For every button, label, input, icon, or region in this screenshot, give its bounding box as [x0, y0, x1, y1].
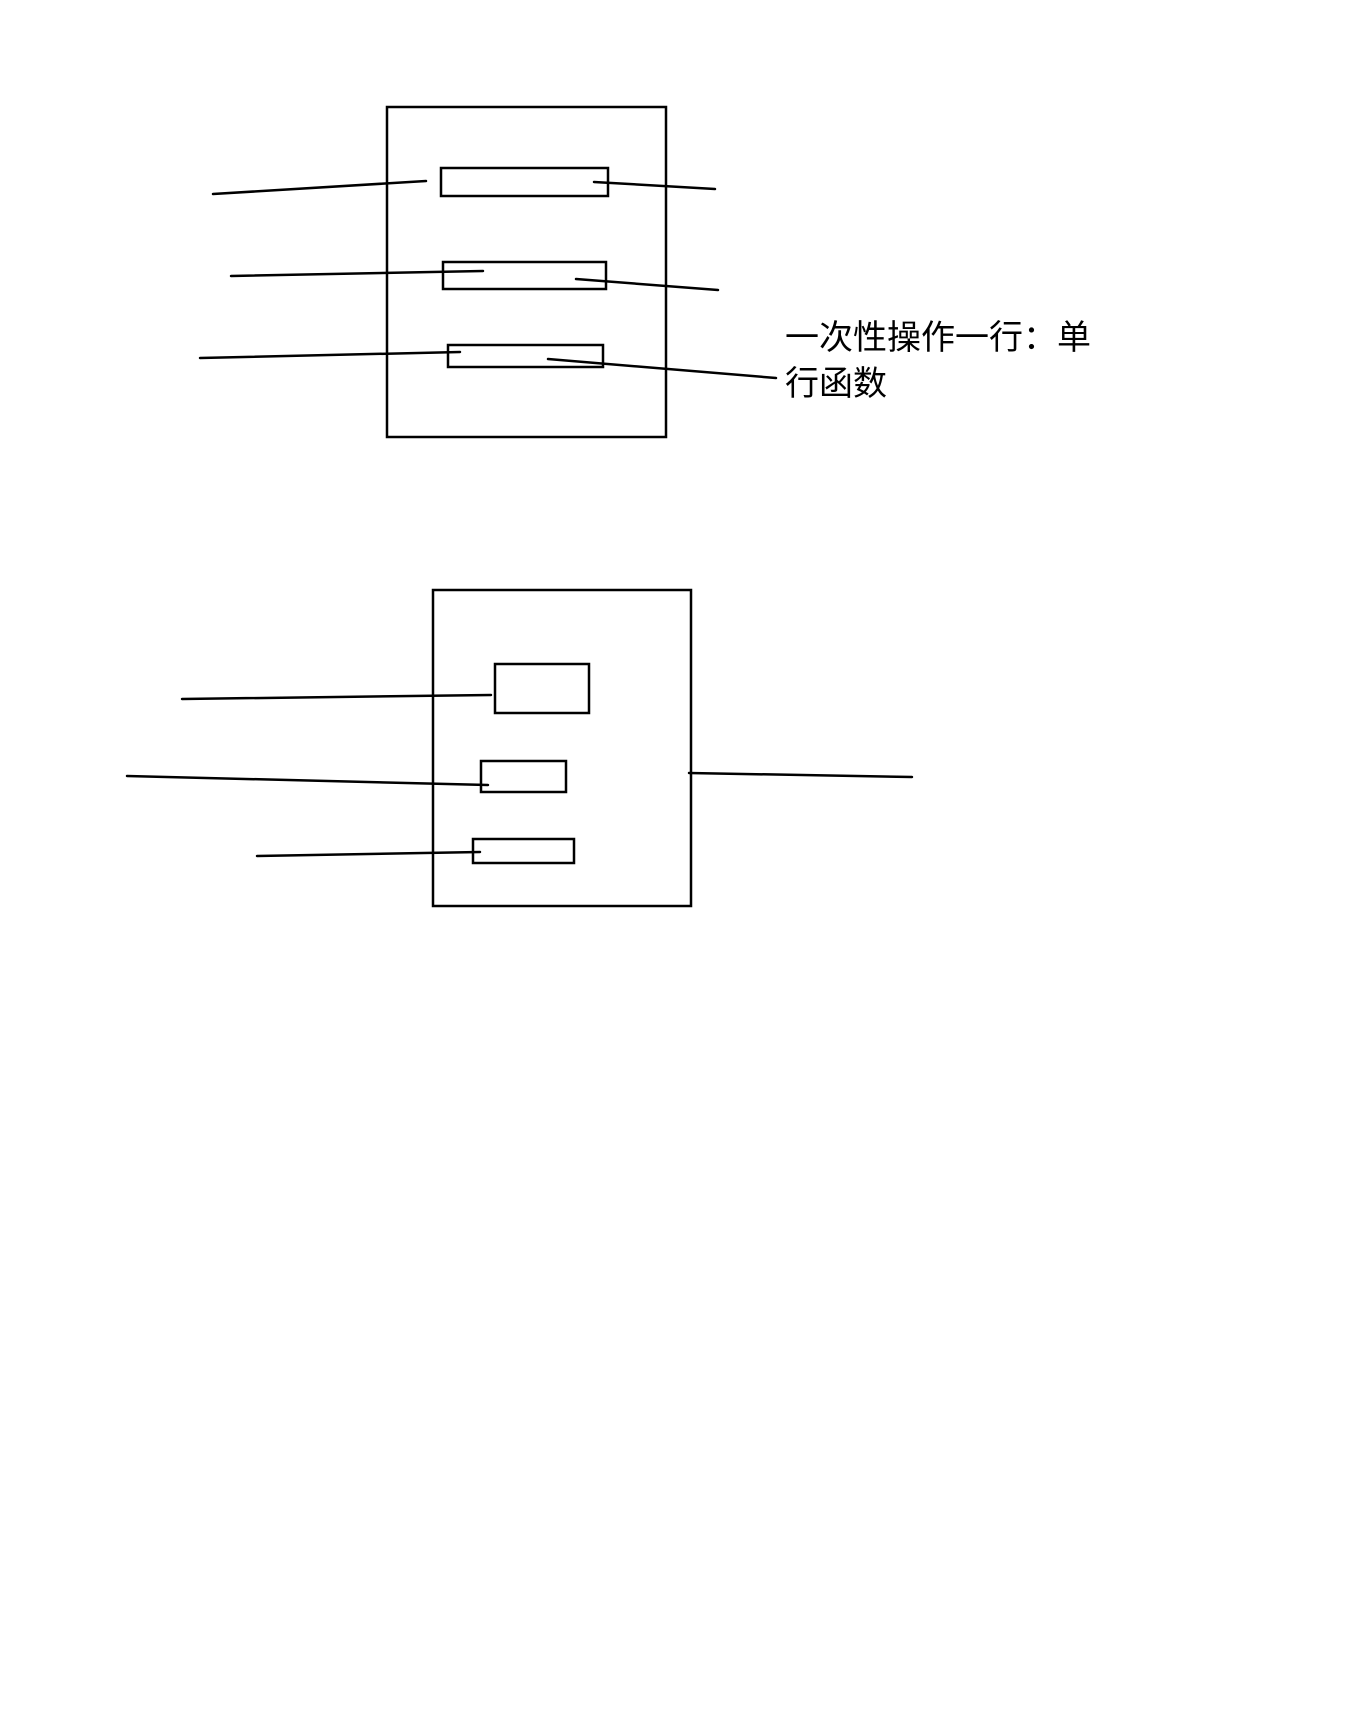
group-input-line-1: [180, 693, 493, 701]
single-row-annotation: 一次性操作一行：单行函数: [785, 318, 1091, 404]
group-input-line-2: [125, 774, 490, 787]
row-1: [439, 166, 610, 198]
group-input-line-3: [255, 850, 482, 858]
input-line-row-1: [211, 179, 428, 196]
row-3: [446, 343, 605, 369]
single-row-diagram: [198, 105, 778, 439]
group-output-line: [687, 771, 914, 779]
multi-row-table: [431, 588, 693, 908]
group-row-1: [493, 662, 591, 715]
multi-row-diagram: [125, 588, 914, 908]
output-line-row-2: [574, 277, 720, 292]
output-line-row-1: [592, 180, 717, 191]
group-row-2: [479, 759, 568, 794]
group-row-3: [471, 837, 576, 865]
output-line-row-3: [546, 357, 778, 380]
row-2: [441, 260, 608, 291]
input-line-row-3: [198, 350, 462, 360]
input-line-row-2: [229, 269, 485, 278]
